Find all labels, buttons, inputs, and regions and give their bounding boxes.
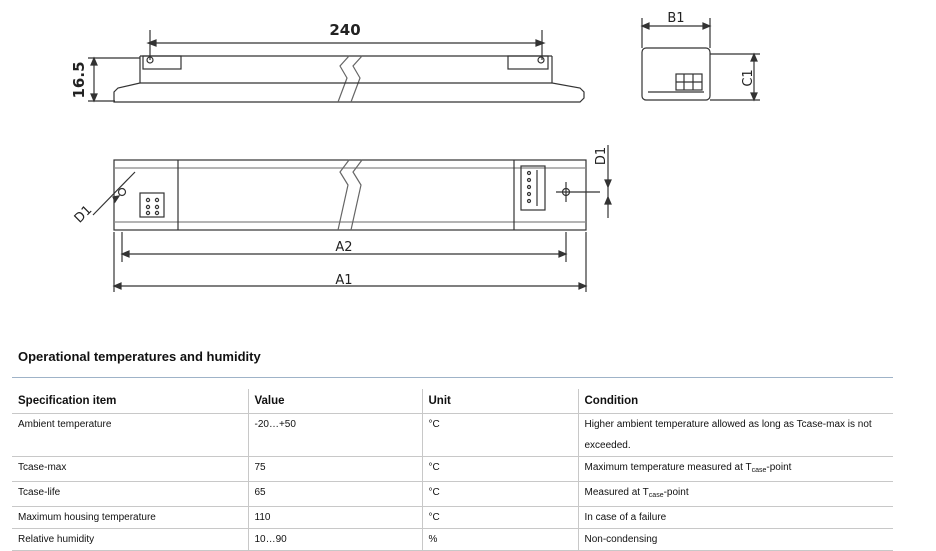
cell-value: 10…90 (247, 528, 422, 551)
section-title: Operational temperatures and humidity (18, 349, 261, 364)
dim-length-label: 240 (329, 21, 360, 39)
cell-item: Tcase-life (12, 481, 248, 507)
cell-condition: Measured at Tcase-point (577, 481, 893, 507)
cell-item: Tcase-max (12, 456, 248, 482)
table-row: Maximum housing temperature 110 °C In ca… (12, 506, 893, 529)
dim-d1-right-label: D1 (594, 147, 609, 165)
table-row: Tcase-life 65 °C Measured at Tcase-point (12, 481, 893, 507)
cell-unit: °C (421, 456, 578, 482)
cell-condition: Maximum temperature measured at Tcase-po… (577, 456, 893, 482)
cell-unit: °C (421, 481, 578, 507)
cell-value: 110 (247, 506, 422, 529)
side-view (88, 30, 585, 103)
cell-condition: In case of a failure (577, 506, 893, 529)
dim-a2-label: A2 (335, 240, 352, 255)
top-view (92, 145, 612, 292)
cell-item: Ambient temperature (12, 413, 248, 457)
cell-unit: °C (421, 413, 578, 457)
dim-height-label: 16.5 (70, 61, 88, 98)
condition-text: Measured at T (584, 487, 649, 498)
cell-item: Relative humidity (12, 528, 248, 551)
table-row: Relative humidity 10…90 % Non-condensing (12, 528, 893, 551)
header-unit: Unit (421, 389, 578, 414)
header-specification-item: Specification item (12, 389, 248, 414)
cell-value: 75 (247, 456, 422, 482)
table-row: Ambient temperature -20…+50 °C Higher am… (12, 413, 893, 457)
header-condition: Condition (577, 389, 893, 414)
cell-condition: Higher ambient temperature allowed as lo… (577, 413, 893, 457)
header-value: Value (247, 389, 422, 414)
cell-value: -20…+50 (247, 413, 422, 457)
cell-unit: % (421, 528, 578, 551)
dim-b1-label: B1 (667, 11, 684, 26)
table-header-row: Specification item Value Unit Condition (12, 389, 893, 414)
technical-drawing: 240 16.5 B1 C1 D1 D1 A2 A1 (70, 11, 760, 292)
condition-text-suffix: -point (766, 462, 792, 473)
condition-subscript: case (648, 492, 664, 499)
dim-d1-left-label: D1 (72, 203, 96, 227)
cell-condition: Non-condensing (577, 528, 893, 551)
table-row: Tcase-max 75 °C Maximum temperature meas… (12, 456, 893, 482)
title-divider (12, 377, 893, 378)
condition-text: Maximum temperature measured at T (584, 462, 752, 473)
cell-unit: °C (421, 506, 578, 529)
dim-a1-label: A1 (335, 273, 352, 288)
condition-subscript: case (751, 467, 767, 474)
spec-table: Specification item Value Unit Condition … (12, 389, 893, 551)
cell-value: 65 (247, 481, 422, 507)
end-view (640, 18, 760, 102)
cell-item: Maximum housing temperature (12, 506, 248, 529)
condition-text-suffix: -point (663, 487, 689, 498)
dim-c1-label: C1 (741, 69, 756, 86)
